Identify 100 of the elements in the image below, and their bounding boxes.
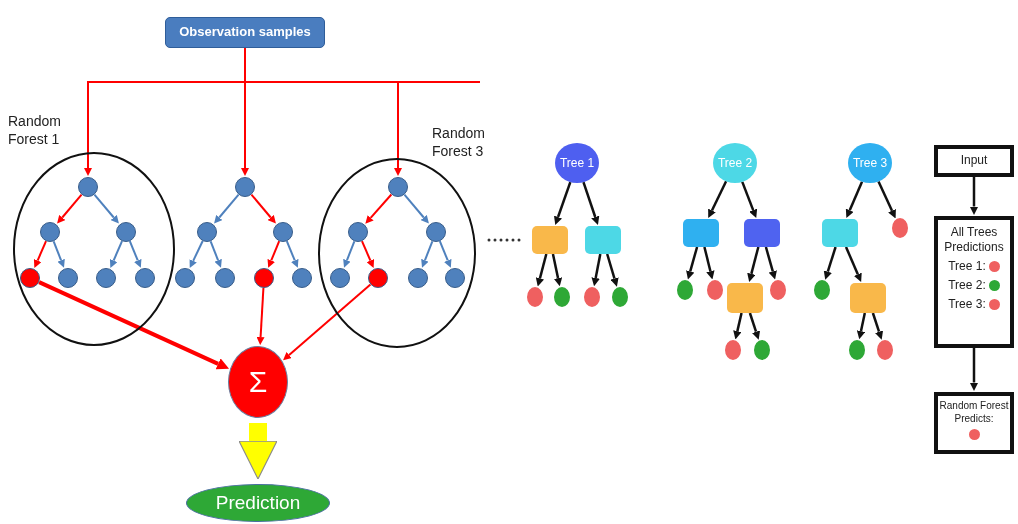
leaf-node [612, 287, 628, 307]
arrow [535, 253, 548, 287]
tree-node [273, 222, 293, 242]
leaf-node [877, 340, 893, 360]
tree-node [426, 222, 446, 242]
arrow [421, 240, 434, 268]
tree-node [388, 177, 408, 197]
arrow [283, 283, 372, 361]
decision-node [727, 283, 763, 313]
arrow [209, 240, 222, 268]
arrow [748, 312, 761, 340]
decision-node [532, 226, 568, 254]
arrow [969, 348, 979, 391]
tree-node [96, 268, 116, 288]
decision-node [822, 219, 858, 247]
decision-node [683, 219, 719, 247]
arrow [845, 181, 864, 219]
tree-node [408, 268, 428, 288]
arrow [267, 240, 281, 268]
node-label: Tree 2 [717, 155, 753, 171]
leaf-node [892, 218, 908, 238]
leaf-node [725, 340, 741, 360]
arrow [554, 181, 572, 226]
node-label: Tree 1 [559, 155, 595, 171]
forest-label: Random Forest 3 [432, 124, 486, 160]
box-label: All Trees Predictions [943, 225, 1005, 255]
box-label: Tree 2: [948, 278, 1000, 293]
arrow [256, 287, 265, 346]
arrow [189, 240, 204, 269]
arrow [856, 312, 867, 340]
arrow [57, 193, 83, 224]
arrow [250, 193, 276, 224]
arrow [703, 246, 715, 280]
box-label: Tree 1: [948, 259, 1000, 274]
arrow [764, 246, 777, 280]
leaf-node [527, 287, 543, 307]
tree-node [58, 268, 78, 288]
process-box [934, 216, 1014, 348]
arrow [582, 181, 600, 226]
tree-node [78, 177, 98, 197]
arrow [343, 240, 356, 268]
arrow [708, 180, 728, 219]
box-label: Input [960, 153, 988, 168]
sigma-symbol: Σ [248, 364, 268, 401]
arrow [52, 240, 65, 268]
arrow [38, 280, 230, 370]
arrow [969, 177, 979, 215]
tree-root-circle [713, 143, 757, 183]
process-box [165, 17, 325, 48]
arrow [741, 181, 758, 219]
leaf-node [707, 280, 723, 300]
tree-root-circle [555, 143, 599, 183]
leaf-node [584, 287, 600, 307]
leaf-node [849, 340, 865, 360]
box-label: Tree 3: [948, 297, 1000, 312]
arrow [438, 240, 452, 268]
block-arrow [238, 423, 278, 480]
tree-node [175, 268, 195, 288]
leaf-node [754, 340, 770, 360]
arrow [93, 193, 119, 224]
tree-node [235, 177, 255, 197]
tree-node [40, 222, 60, 242]
arrow [214, 193, 240, 224]
arrow [403, 193, 429, 224]
arrow [747, 246, 760, 283]
node-label: Tree 3 [852, 155, 888, 171]
tree-node [330, 268, 350, 288]
tree-root-circle [848, 143, 892, 183]
tree-node [348, 222, 368, 242]
arrow [244, 47, 402, 176]
leaf-node [554, 287, 570, 307]
decision-node [744, 219, 780, 247]
arrow [844, 246, 862, 283]
tree-node [135, 268, 155, 288]
tree-node [254, 268, 274, 288]
tree-node [292, 268, 312, 288]
arrow [686, 246, 699, 280]
tree-node [20, 268, 40, 288]
arrow [605, 253, 619, 287]
process-box [934, 392, 1014, 454]
arrow [591, 253, 602, 287]
decision-node [850, 283, 886, 313]
process-box [934, 145, 1014, 177]
arrow [877, 180, 896, 219]
leaf-node [814, 280, 830, 300]
tree-node [215, 268, 235, 288]
arrow [285, 240, 299, 268]
tree-node [445, 268, 465, 288]
decision-node [585, 226, 621, 254]
tree-node [197, 222, 217, 242]
forest-label: Random Forest 1 [8, 112, 62, 148]
box-label: Random Forest Predicts: [938, 400, 1010, 425]
tree-node [368, 268, 388, 288]
box-label: Observation samples [179, 24, 311, 41]
tree-node [116, 222, 136, 242]
arrow [361, 240, 375, 268]
leaf-node [770, 280, 786, 300]
arrow [871, 312, 884, 340]
leaf-node [677, 280, 693, 300]
arrow [733, 312, 743, 340]
